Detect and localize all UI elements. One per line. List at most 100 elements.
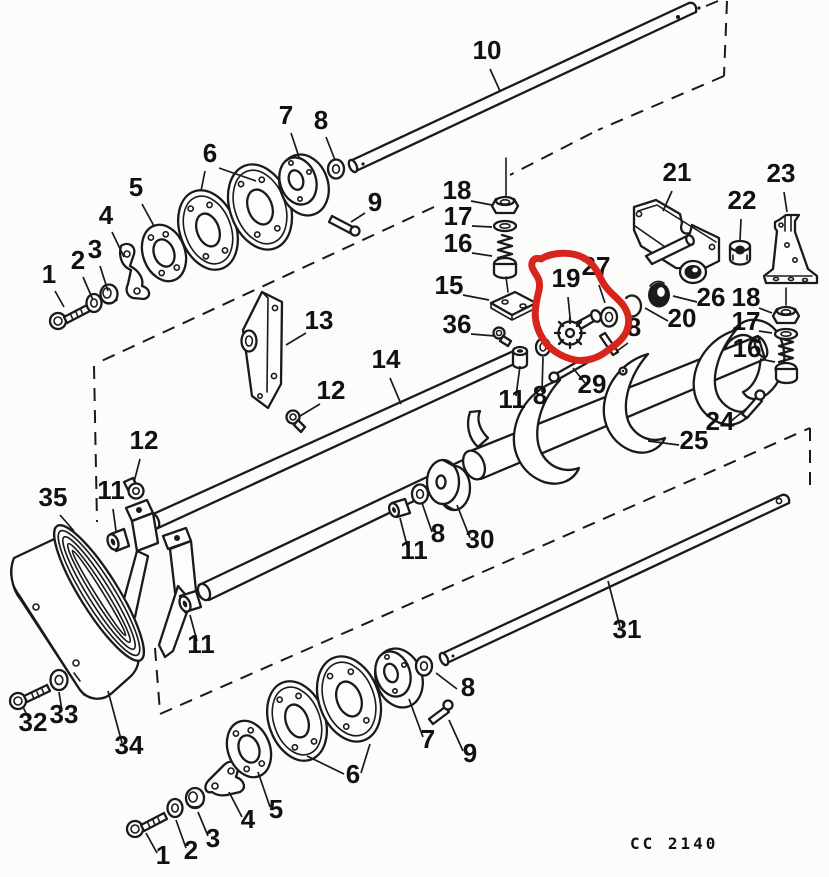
part-number-text: 29 (578, 369, 607, 399)
part-label-8: 8 (421, 502, 445, 548)
part-label-6: 6 (200, 138, 257, 192)
leader-line (197, 811, 209, 837)
screw-36 (492, 326, 513, 348)
leader-line (739, 218, 742, 242)
leader-line (112, 508, 117, 532)
part-label-11: 11 (498, 365, 526, 414)
washer-2-lower (166, 797, 184, 819)
part-number-text: 22 (728, 185, 757, 215)
part-label-5: 5 (129, 172, 155, 227)
part-label-20: 20 (644, 303, 697, 333)
leader-line (408, 698, 424, 738)
part-label-2: 2 (175, 819, 198, 865)
part-label-36: 36 (443, 309, 496, 339)
part-number-text: 8 (431, 518, 445, 548)
part-number-text: 1 (156, 840, 170, 870)
part-number-text: 4 (241, 804, 256, 834)
part-label-8: 8 (533, 356, 547, 410)
bolt-16-center (492, 233, 518, 280)
leader-line (350, 212, 366, 223)
part-label-21: 21 (662, 157, 691, 212)
part-number-text: 33 (50, 699, 79, 729)
part-number-text: 32 (19, 707, 48, 737)
part-label-3: 3 (88, 234, 109, 292)
leader-line (325, 136, 336, 161)
bolt-16-right (774, 337, 799, 385)
rod-14 (147, 346, 526, 530)
part-label-26: 26 (672, 282, 725, 312)
part-number-text: 34 (115, 730, 144, 760)
leader-line (200, 170, 206, 192)
part-label-12: 12 (130, 425, 158, 483)
bushing-11-lower (178, 589, 203, 614)
leader-line (471, 252, 493, 257)
leader-line (175, 819, 187, 849)
leader-line (306, 755, 345, 775)
leader-line (448, 719, 464, 752)
part-number-text: 3 (88, 234, 102, 264)
part-label-22: 22 (728, 185, 757, 242)
part-label-17: 17 (444, 201, 493, 231)
part-label-16: 16 (733, 333, 776, 363)
leader-line (421, 502, 433, 533)
bushing-22 (728, 239, 752, 266)
leader-line (541, 356, 544, 393)
part-label-6: 6 (306, 743, 371, 789)
part-number-text: 3 (206, 823, 220, 853)
leader-line (644, 307, 669, 322)
bushing-11-left (106, 527, 131, 553)
leader-line (672, 295, 698, 303)
leader-line (462, 294, 490, 301)
part-number-text: 11 (187, 629, 215, 659)
part-number-text: 16 (733, 333, 762, 363)
leader-line (99, 265, 109, 292)
lever-4-lower (204, 760, 246, 797)
part-number-text: 11 (498, 384, 526, 414)
bolt-12-left (122, 476, 145, 500)
leader-line (189, 614, 198, 642)
bracket-21 (632, 198, 721, 285)
part-number-text: 17 (732, 306, 761, 336)
leader-line (489, 68, 501, 92)
part-label-33: 33 (50, 691, 79, 729)
washer-2 (85, 292, 103, 314)
part-label-11: 11 (187, 614, 215, 659)
leader-line (598, 284, 606, 304)
nut-18-center (490, 195, 520, 215)
bracket-13 (240, 290, 284, 410)
leader-line (111, 231, 125, 258)
part-label-7: 7 (408, 698, 435, 754)
leader-line (515, 365, 521, 397)
part-number-text: 6 (203, 138, 217, 168)
part-number-text: 1 (42, 259, 56, 289)
auger-25 (461, 318, 786, 485)
leader-line (470, 200, 493, 206)
leader-line (54, 290, 65, 308)
part-number-text: 20 (668, 303, 697, 333)
washer-8-bottom (410, 483, 430, 505)
center-fastener-stack (489, 157, 538, 348)
part-number-text: 6 (346, 759, 360, 789)
leader-line (285, 332, 307, 346)
nut-18-right (771, 305, 801, 325)
leader-line (456, 504, 471, 539)
part-label-1: 1 (145, 832, 170, 870)
pulley-6c (266, 680, 328, 762)
part-number-text: 18 (732, 282, 761, 312)
washer-8-lower (414, 655, 434, 677)
pin-9-upper (327, 214, 361, 237)
part-label-3: 3 (197, 811, 220, 853)
part-number-text: 9 (368, 187, 382, 217)
part-label-19: 19 (552, 263, 580, 318)
part-label-18: 18 (443, 175, 493, 206)
leader-line (257, 771, 271, 808)
part-label-13: 13 (285, 305, 334, 346)
lower-pulley-train (125, 647, 454, 839)
leader-line (82, 276, 94, 301)
leader-line (218, 167, 257, 182)
part-label-14: 14 (372, 344, 402, 405)
part-number-text: 13 (305, 305, 334, 335)
part-label-16: 16 (444, 228, 493, 258)
